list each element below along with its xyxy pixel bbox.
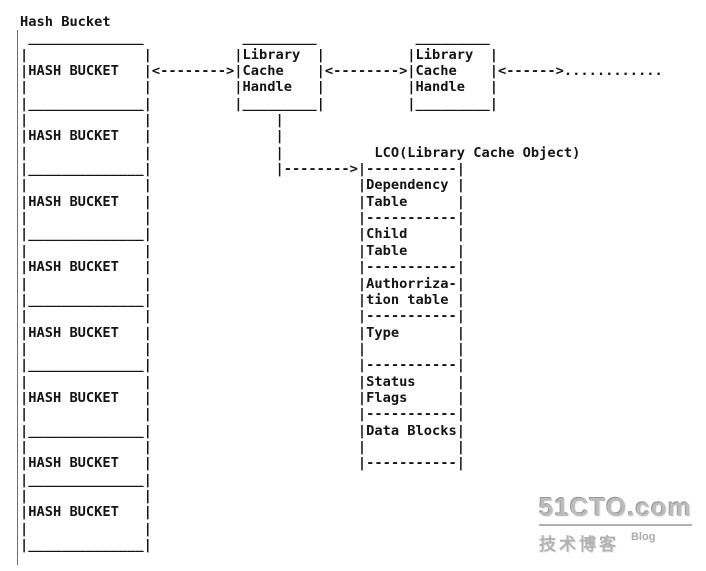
watermark-51cto: 51CTO.com 技术博客 Blog [538, 492, 692, 555]
ascii-library-cache-diagram: Hash Bucket ______________ _________ ___… [20, 14, 663, 553]
left-border-line [17, 30, 18, 565]
watermark-tagline-text: 技术博客 [538, 535, 619, 554]
watermark-blog-label: Blog [630, 531, 656, 543]
watermark-logo-text: 51CTO.com [538, 492, 692, 526]
watermark-tagline-row: 技术博客 Blog [539, 530, 692, 555]
